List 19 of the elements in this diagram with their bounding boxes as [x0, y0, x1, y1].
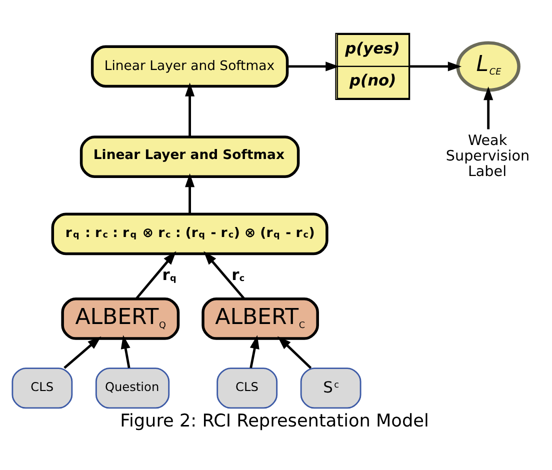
node-box: CLS [216, 368, 278, 409]
node-text: Weak Supervision Label [446, 133, 530, 180]
arrow [484, 86, 494, 130]
arrow [250, 335, 260, 368]
node-box: CLS [12, 368, 73, 409]
arrow [277, 336, 312, 369]
arrow [410, 62, 462, 72]
node-box: Linear Layer and Softmax [80, 136, 300, 178]
node-box: Question [95, 368, 170, 409]
arrow [204, 251, 246, 300]
arrow [120, 335, 130, 368]
arrow [185, 82, 195, 137]
node-box: Linear Layer and Softmax [90, 45, 289, 88]
caption: Figure 2: RCI Representation Model [120, 411, 429, 432]
arrow [185, 173, 195, 214]
arrow [287, 62, 340, 72]
arrow [135, 251, 176, 300]
arrow [64, 336, 102, 369]
node-box: rq : rc : rq ⊗ rc : (rq - rc) ⊗ (rq - rc) [51, 212, 328, 256]
